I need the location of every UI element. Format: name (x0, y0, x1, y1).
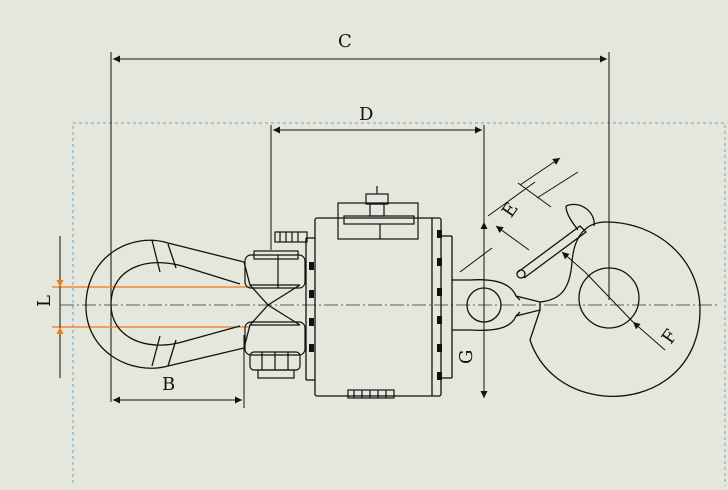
hook (516, 203, 701, 397)
dim-label-c: C (338, 31, 352, 52)
dim-label-l: L (34, 295, 55, 307)
dimension-b (113, 335, 245, 408)
load-cell-body (305, 217, 453, 397)
shackle (85, 239, 301, 369)
dim-label-d: D (359, 104, 373, 125)
dim-label-f: F (658, 326, 682, 348)
body-bottom-strip (347, 389, 395, 399)
dimension-c (110, 52, 610, 402)
shackle-pin-top (244, 231, 308, 289)
body-top-handle (337, 186, 419, 240)
body-bolts (309, 230, 442, 380)
swivel-link (452, 279, 541, 332)
shackle-pin-bottom (244, 321, 306, 379)
dim-label-e: E (498, 199, 523, 222)
dim-label-g: G (456, 350, 477, 364)
dimension-e (487, 157, 579, 251)
dimension-g (459, 222, 493, 398)
dimension-l (52, 236, 250, 378)
dimension-f (561, 251, 666, 351)
dim-label-b: B (162, 374, 175, 395)
selection-box[interactable] (72, 122, 726, 490)
